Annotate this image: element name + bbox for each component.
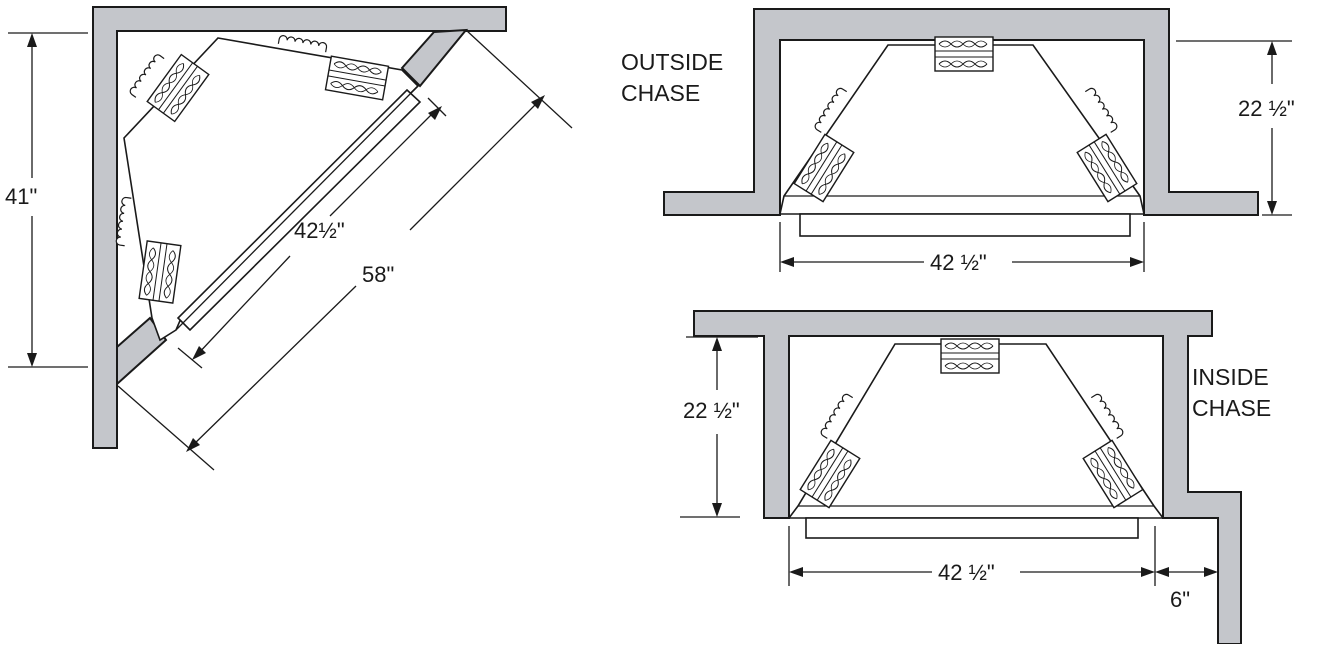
inside-chase-dim-depth-label: 22 ½" <box>683 398 740 423</box>
corner-firebox-glass <box>176 88 422 332</box>
corner-dim-front: 42½" <box>177 97 447 369</box>
outside-chase-dim-depth: 22 ½" <box>1176 40 1295 216</box>
corner-dim-height-label: 41" <box>5 184 37 209</box>
corner-wall-stub-bottom <box>116 316 168 387</box>
corner-wall <box>92 6 507 449</box>
inside-chase-dim-offset-label: 6" <box>1170 587 1190 612</box>
outside-chase-dim-width-label: 42 ½" <box>930 250 987 275</box>
outside-chase-wall <box>663 8 1259 216</box>
outside-chase-label-line2: CHASE <box>621 80 700 106</box>
outside-chase-label-line1: OUTSIDE <box>621 49 723 75</box>
outside-chase-dim-width: 42 ½" <box>779 222 1145 275</box>
inside-chase-dim-width-label: 42 ½" <box>938 560 995 585</box>
inside-chase-dim-depth: 22 ½" <box>680 336 758 518</box>
inside-chase-view: INSIDE CHASE 22 ½" 42 ½" <box>680 310 1271 645</box>
inside-chase-dim-width: 42 ½" <box>788 526 1156 586</box>
corner-dim-back: 58" <box>117 29 573 471</box>
corner-wall-stub-top <box>400 28 469 88</box>
inside-chase-label-line2: CHASE <box>1192 395 1271 421</box>
outside-chase-view: OUTSIDE CHASE 22 ½" 42 ½" <box>621 8 1295 275</box>
corner-scallop-left-lower <box>115 196 132 247</box>
inside-chase-label-line1: INSIDE <box>1192 364 1269 390</box>
corner-installation-view: 41" 42½" 58" <box>5 6 573 471</box>
corner-dim-height: 41" <box>5 32 88 368</box>
inside-chase-hearth <box>805 517 1139 539</box>
corner-dim-back-label: 58" <box>362 262 394 287</box>
inside-chase-dim-offset: 6" <box>1155 567 1218 612</box>
outside-chase-grate-top <box>934 36 994 72</box>
inside-chase-grate-top <box>940 338 1000 374</box>
corner-dim-front-label: 42½" <box>294 218 345 243</box>
corner-grate-left-lower <box>138 240 182 304</box>
outside-chase-dim-depth-label: 22 ½" <box>1238 96 1295 121</box>
corner-firebox-front-edge <box>175 85 419 331</box>
outside-chase-hearth <box>799 213 1131 237</box>
inside-chase-wall <box>693 310 1242 645</box>
